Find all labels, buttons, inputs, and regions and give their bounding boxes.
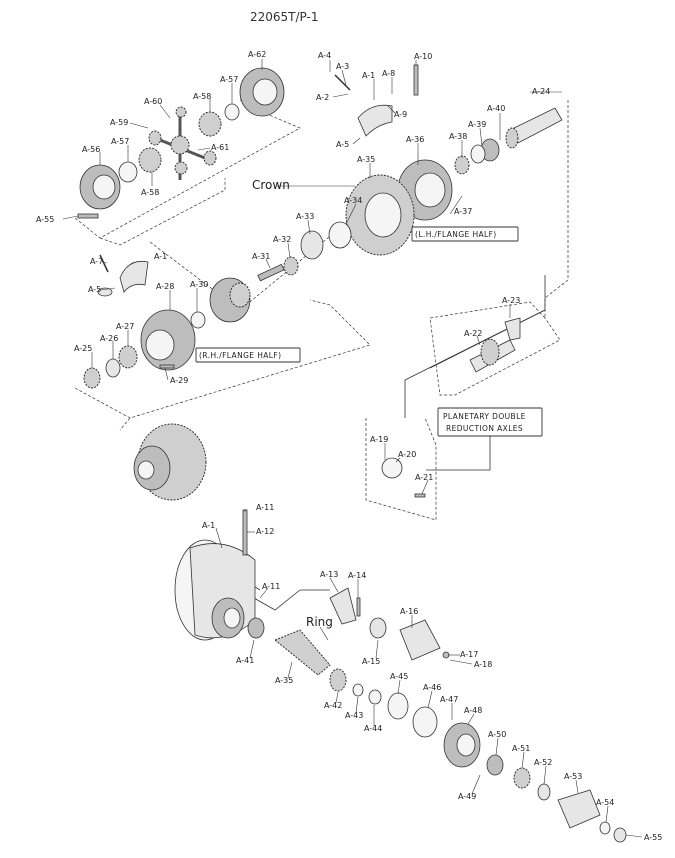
part-label: A-26: [100, 334, 118, 343]
part-label: A-32: [273, 235, 291, 244]
parts-planetary: [381, 317, 521, 498]
lh-flange-box: (L.H./FLANGE HALF): [411, 226, 519, 242]
part-label: A-37: [454, 207, 472, 216]
part-label: A-34: [344, 196, 362, 205]
part-label: A-57: [111, 137, 129, 146]
part-label: A-35: [275, 676, 293, 685]
part-label: A-16: [400, 607, 418, 616]
planetary-label-line1: PLANETARY DOUBLE: [443, 412, 526, 421]
part-label: A-7: [90, 257, 103, 266]
diagram-title: 22065T/P-1: [250, 10, 318, 24]
part-label: A-49: [458, 792, 476, 801]
part-label: A-29: [170, 376, 188, 385]
part-label: A-43: [345, 711, 363, 720]
parts-top-left: [77, 67, 285, 219]
part-label: A-60: [144, 97, 162, 106]
part-label: A-46: [423, 683, 441, 692]
part-label: A-1: [154, 252, 167, 261]
part-label: A-28: [156, 282, 174, 291]
part-label: A-56: [82, 145, 100, 154]
lh-flange-label: (L.H./FLANGE HALF): [415, 230, 497, 239]
part-label: A-36: [406, 135, 424, 144]
part-label: A-59: [110, 118, 128, 127]
part-label: A-3: [336, 62, 349, 71]
part-label: A-39: [468, 120, 486, 129]
crown-callout: Crown: [252, 178, 290, 192]
part-label: A-33: [296, 212, 314, 221]
part-label: A-52: [534, 758, 552, 767]
parts-top-right: [97, 64, 563, 323]
part-label: A-45: [390, 672, 408, 681]
part-label: A-5: [336, 140, 349, 149]
part-label: A-2: [316, 93, 329, 102]
part-label: A-54: [596, 798, 614, 807]
part-label: A-24: [532, 87, 550, 96]
part-label: A-55: [36, 215, 54, 224]
part-label: A-23: [502, 296, 520, 305]
part-label: A-44: [364, 724, 382, 733]
part-label: A-18: [474, 660, 492, 669]
rh-flange-box: (R.H./FLANGE HALF): [195, 347, 301, 363]
part-label: A-11: [256, 503, 274, 512]
part-label: A-30: [190, 280, 208, 289]
ring-callout: Ring: [306, 615, 333, 629]
part-label: A-17: [460, 650, 478, 659]
part-label: A-61: [211, 143, 229, 152]
part-label: A-40: [487, 104, 505, 113]
part-label: A-1: [202, 521, 215, 530]
planetary-box: PLANETARY DOUBLE REDUCTION AXLES: [437, 407, 543, 437]
part-label: A-47: [440, 695, 458, 704]
part-label: A-14: [348, 571, 366, 580]
part-label: A-13: [320, 570, 338, 579]
part-label: A-58: [193, 92, 211, 101]
part-label: A-38: [449, 132, 467, 141]
part-label: A-48: [464, 706, 482, 715]
part-label: A-62: [248, 50, 266, 59]
part-label: A-9: [394, 110, 407, 119]
part-label: A-27: [116, 322, 134, 331]
part-label: A-50: [488, 730, 506, 739]
planetary-label-line2: REDUCTION AXLES: [446, 424, 523, 433]
part-label: A-10: [414, 52, 432, 61]
parts-middle-left: [83, 309, 207, 501]
part-label: A-25: [74, 344, 92, 353]
part-labels: A-62 A-57 A-58 A-60 A-59 A-61 A-57 A-56 …: [36, 50, 662, 842]
part-label: A-15: [362, 657, 380, 666]
part-label: A-41: [236, 656, 254, 665]
part-label: A-12: [256, 527, 274, 536]
part-label: A-42: [324, 701, 342, 710]
part-label: A-57: [220, 75, 238, 84]
part-label: A-58: [141, 188, 159, 197]
part-label: A-20: [398, 450, 416, 459]
part-label: A-21: [415, 473, 433, 482]
part-label: A-55: [644, 833, 662, 842]
leader-lines: [62, 59, 643, 838]
part-label: A-35: [357, 155, 375, 164]
part-label: A-1: [362, 71, 375, 80]
part-label: A-22: [464, 329, 482, 338]
rh-flange-label: (R.H./FLANGE HALF): [199, 351, 281, 360]
part-label: A-31: [252, 252, 270, 261]
part-label: A-51: [512, 744, 530, 753]
part-label: A-4: [318, 51, 331, 60]
part-label: A-5: [88, 285, 101, 294]
part-label: A-11: [262, 582, 280, 591]
parts-bottom: [174, 509, 627, 843]
part-label: A-53: [564, 772, 582, 781]
part-label: A-8: [382, 69, 395, 78]
part-label: A-19: [370, 435, 388, 444]
